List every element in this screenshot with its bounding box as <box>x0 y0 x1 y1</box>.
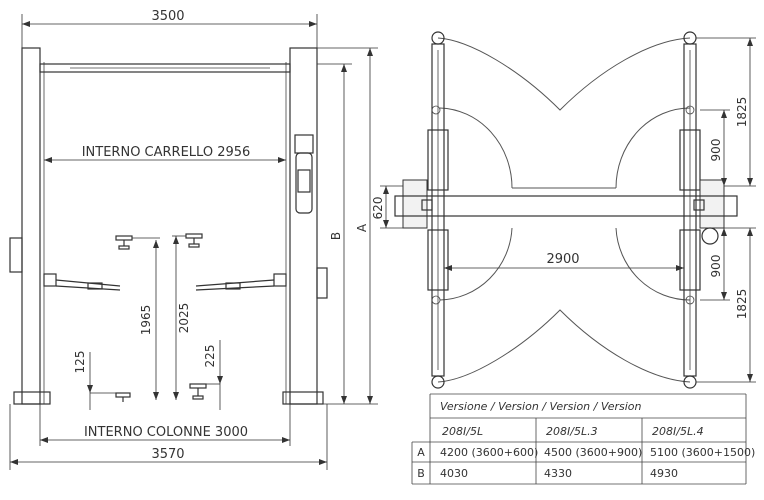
dim-A: A <box>317 47 378 405</box>
dim-1825-bottom-label: 1825 <box>735 289 749 320</box>
right-column <box>289 47 318 405</box>
motor-top <box>294 134 314 154</box>
dim-225-label: 225 <box>203 345 217 368</box>
versions-table: Versione / Version / Version / Version 2… <box>411 393 755 485</box>
dim-columns: INTERNO COLONNE 3000 <box>39 404 291 446</box>
row-A-model-2: 4500 (3600+900) <box>544 446 642 459</box>
dim-900-bottom-label: 900 <box>709 255 723 278</box>
row-B-model-1: 4030 <box>440 467 468 480</box>
right-vertical-dims: 1825 900 900 1825 <box>696 37 756 383</box>
dim-125-label: 125 <box>73 351 87 374</box>
dim-bottom-label: 3570 <box>151 447 184 462</box>
crossbeam <box>394 195 738 217</box>
dim-620-label: 620 <box>371 197 385 220</box>
dim-2025-label: 2025 <box>177 303 191 334</box>
left-pad-high <box>115 235 160 250</box>
dim-225: 225 <box>203 340 223 410</box>
motor-body <box>295 152 313 214</box>
row-label-A: A <box>417 446 425 459</box>
row-B-model-2: 4330 <box>544 467 572 480</box>
top-beam <box>39 63 291 73</box>
model-2: 208I/5L.3 <box>546 425 598 438</box>
row-A-model-3: 5100 (3600+1500) <box>650 446 755 459</box>
motor-top-view <box>701 227 719 245</box>
carriage-label: INTERNO CARRELLO 2956 <box>82 145 251 160</box>
left-column-top <box>402 31 449 389</box>
dim-carriage: INTERNO CARRELLO 2956 <box>44 145 286 163</box>
dim-2025: 2025 <box>173 236 191 400</box>
right-lift-arm <box>195 273 287 291</box>
dim-B-label: B <box>329 232 343 240</box>
model-3: 208I/5L.4 <box>652 425 704 438</box>
top-view: 620 2900 1825 900 <box>371 31 756 389</box>
columns-label: INTERNO COLONNE 3000 <box>84 425 248 440</box>
table-header: Versione / Version / Version / Version <box>440 400 642 413</box>
front-view: 3500 INTERNO CARRELLO 2956 <box>9 9 378 470</box>
dim-125: 125 <box>73 351 116 410</box>
right-pad-high <box>172 233 203 248</box>
dim-900-top-label: 900 <box>709 139 723 162</box>
dim-A-label: A <box>355 223 369 232</box>
model-1: 208I/5L <box>442 425 483 438</box>
row-label-B: B <box>417 467 425 480</box>
left-column <box>21 47 41 405</box>
left-lift-arm <box>43 273 121 291</box>
right-base <box>282 391 324 405</box>
row-A-model-1: 4200 (3600+600) <box>440 446 538 459</box>
row-B-model-3: 4930 <box>650 467 678 480</box>
left-base <box>13 391 51 405</box>
dim-1965: 1965 <box>139 240 159 400</box>
dim-620: 620 <box>371 185 403 229</box>
arm-sweep-arcs <box>437 37 691 383</box>
right-pad-low <box>189 383 207 400</box>
left-pad-low <box>115 392 131 402</box>
dim-bottom-3570: 3570 <box>9 404 328 470</box>
dim-1965-label: 1965 <box>139 305 153 336</box>
right-side-plate <box>316 267 328 299</box>
dim-2900-label: 2900 <box>546 252 579 267</box>
dim-top-3500: 3500 <box>21 9 318 48</box>
dim-B: B <box>317 63 352 405</box>
dim-1825-top-label: 1825 <box>735 97 749 128</box>
dim-2900: 2900 <box>444 252 684 271</box>
left-pad-block <box>402 179 428 229</box>
left-side-plate <box>9 237 23 273</box>
dim-top-label: 3500 <box>151 9 184 24</box>
motor-unit <box>297 169 311 193</box>
